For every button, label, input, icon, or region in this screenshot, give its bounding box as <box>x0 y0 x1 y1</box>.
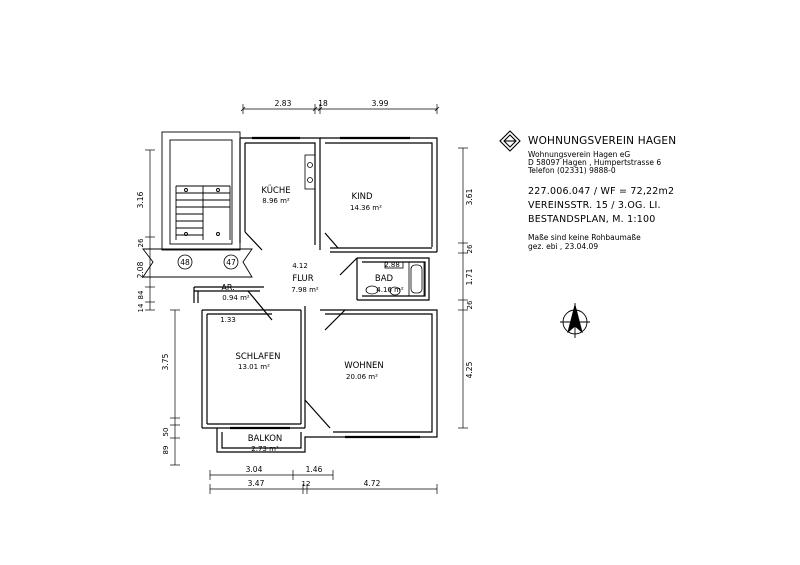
kitchen-counter <box>304 154 316 190</box>
room-ar-name: AR. <box>221 283 234 292</box>
dim-right-4: 26 <box>466 300 474 309</box>
company-address-line-1: Wohnungsverein Hagen eG <box>528 150 631 159</box>
dim-right-1: 3.61 <box>465 188 474 205</box>
dim-right-5: 4.25 <box>465 361 474 378</box>
north-arrow-icon <box>560 303 590 338</box>
dim-left-3: 2.08 <box>136 261 145 278</box>
company-address-line-2: D 58097 Hagen , Humpertstrasse 6 <box>528 158 662 167</box>
room-wohnen-name: WOHNEN <box>344 361 384 371</box>
dim-bottom-4: 12 <box>302 480 311 488</box>
room-flur-name: FLUR <box>292 274 313 284</box>
room-flur-dim: 4.12 <box>292 262 308 270</box>
apartment-walls <box>193 136 438 453</box>
bath-fixtures <box>365 261 425 297</box>
svg-text:47: 47 <box>226 258 236 267</box>
dim-left-8: 89 <box>162 446 170 455</box>
room-flur-area: 7.98 m² <box>291 286 319 294</box>
dim-right-3: 1.71 <box>465 268 474 285</box>
dim-left-6: 3.75 <box>161 353 170 370</box>
dim-top-3: 3.99 <box>372 99 389 108</box>
room-kueche-area: 8.96 m² <box>262 197 290 205</box>
stair-number-48: 48 <box>177 254 193 270</box>
dim-bottom-5: 4.72 <box>364 479 381 488</box>
plan-info-line-3: BESTANDSPLAN, M. 1:100 <box>528 214 656 225</box>
svg-text:48: 48 <box>180 258 190 267</box>
right-dimension-chain <box>458 147 468 429</box>
company-logo <box>499 130 521 152</box>
room-schlafen-name: SCHLAFEN <box>235 352 280 362</box>
top-dimension-chain <box>240 104 440 114</box>
plan-info-line-1: 227.006.047 / WF = 72,22m2 <box>528 186 675 197</box>
dim-top-2: 18 <box>318 99 328 108</box>
dim-left-2: 26 <box>137 238 145 247</box>
room-ar-area: 0.94 m² <box>222 294 250 302</box>
dim-left-4: 84 <box>137 290 145 299</box>
dim-top-1: 2.83 <box>275 99 292 108</box>
dim-left-7: 50 <box>162 428 170 437</box>
room-balkon-name: BALKON <box>248 434 283 444</box>
bottom-dimension-chain <box>209 470 438 494</box>
company-address-line-3: Telefon (02331) 9888-0 <box>528 166 616 175</box>
stair-number-47: 47 <box>223 254 239 270</box>
dim-inner-1: 1.33 <box>220 316 236 324</box>
room-schlafen-area: 13.01 m² <box>238 363 270 371</box>
room-kind-area: 14.36 m² <box>350 204 382 212</box>
room-bad-area: 4.16 m² <box>376 286 404 294</box>
room-balkon-area: 2.73 m² <box>251 445 279 453</box>
room-bad-name: BAD <box>375 274 394 284</box>
room-bad-dim: 2.88 <box>384 261 400 269</box>
room-wohnen-area: 20.06 m² <box>346 373 378 381</box>
plan-note-1: Maße sind keine Rohbaumaße <box>528 233 641 242</box>
dim-right-2: 26 <box>466 244 474 253</box>
company-name: WOHNUNGSVEREIN HAGEN <box>528 135 677 147</box>
left-dimension-chain <box>145 149 180 466</box>
dim-bottom-1: 3.04 <box>246 465 263 474</box>
dim-left-5: 14 <box>137 303 145 312</box>
plan-note-2: gez. ebi , 23.04.09 <box>528 242 599 251</box>
room-kueche-name: KÜCHE <box>261 185 290 196</box>
dim-bottom-2: 1.46 <box>306 465 323 474</box>
stairwell <box>142 131 253 278</box>
plan-info-line-2: VEREINSSTR. 15 / 3.OG. LI. <box>528 200 661 211</box>
dim-bottom-3: 3.47 <box>248 479 265 488</box>
room-kind-name: KIND <box>352 192 373 202</box>
dim-left-1: 3.16 <box>136 191 145 208</box>
